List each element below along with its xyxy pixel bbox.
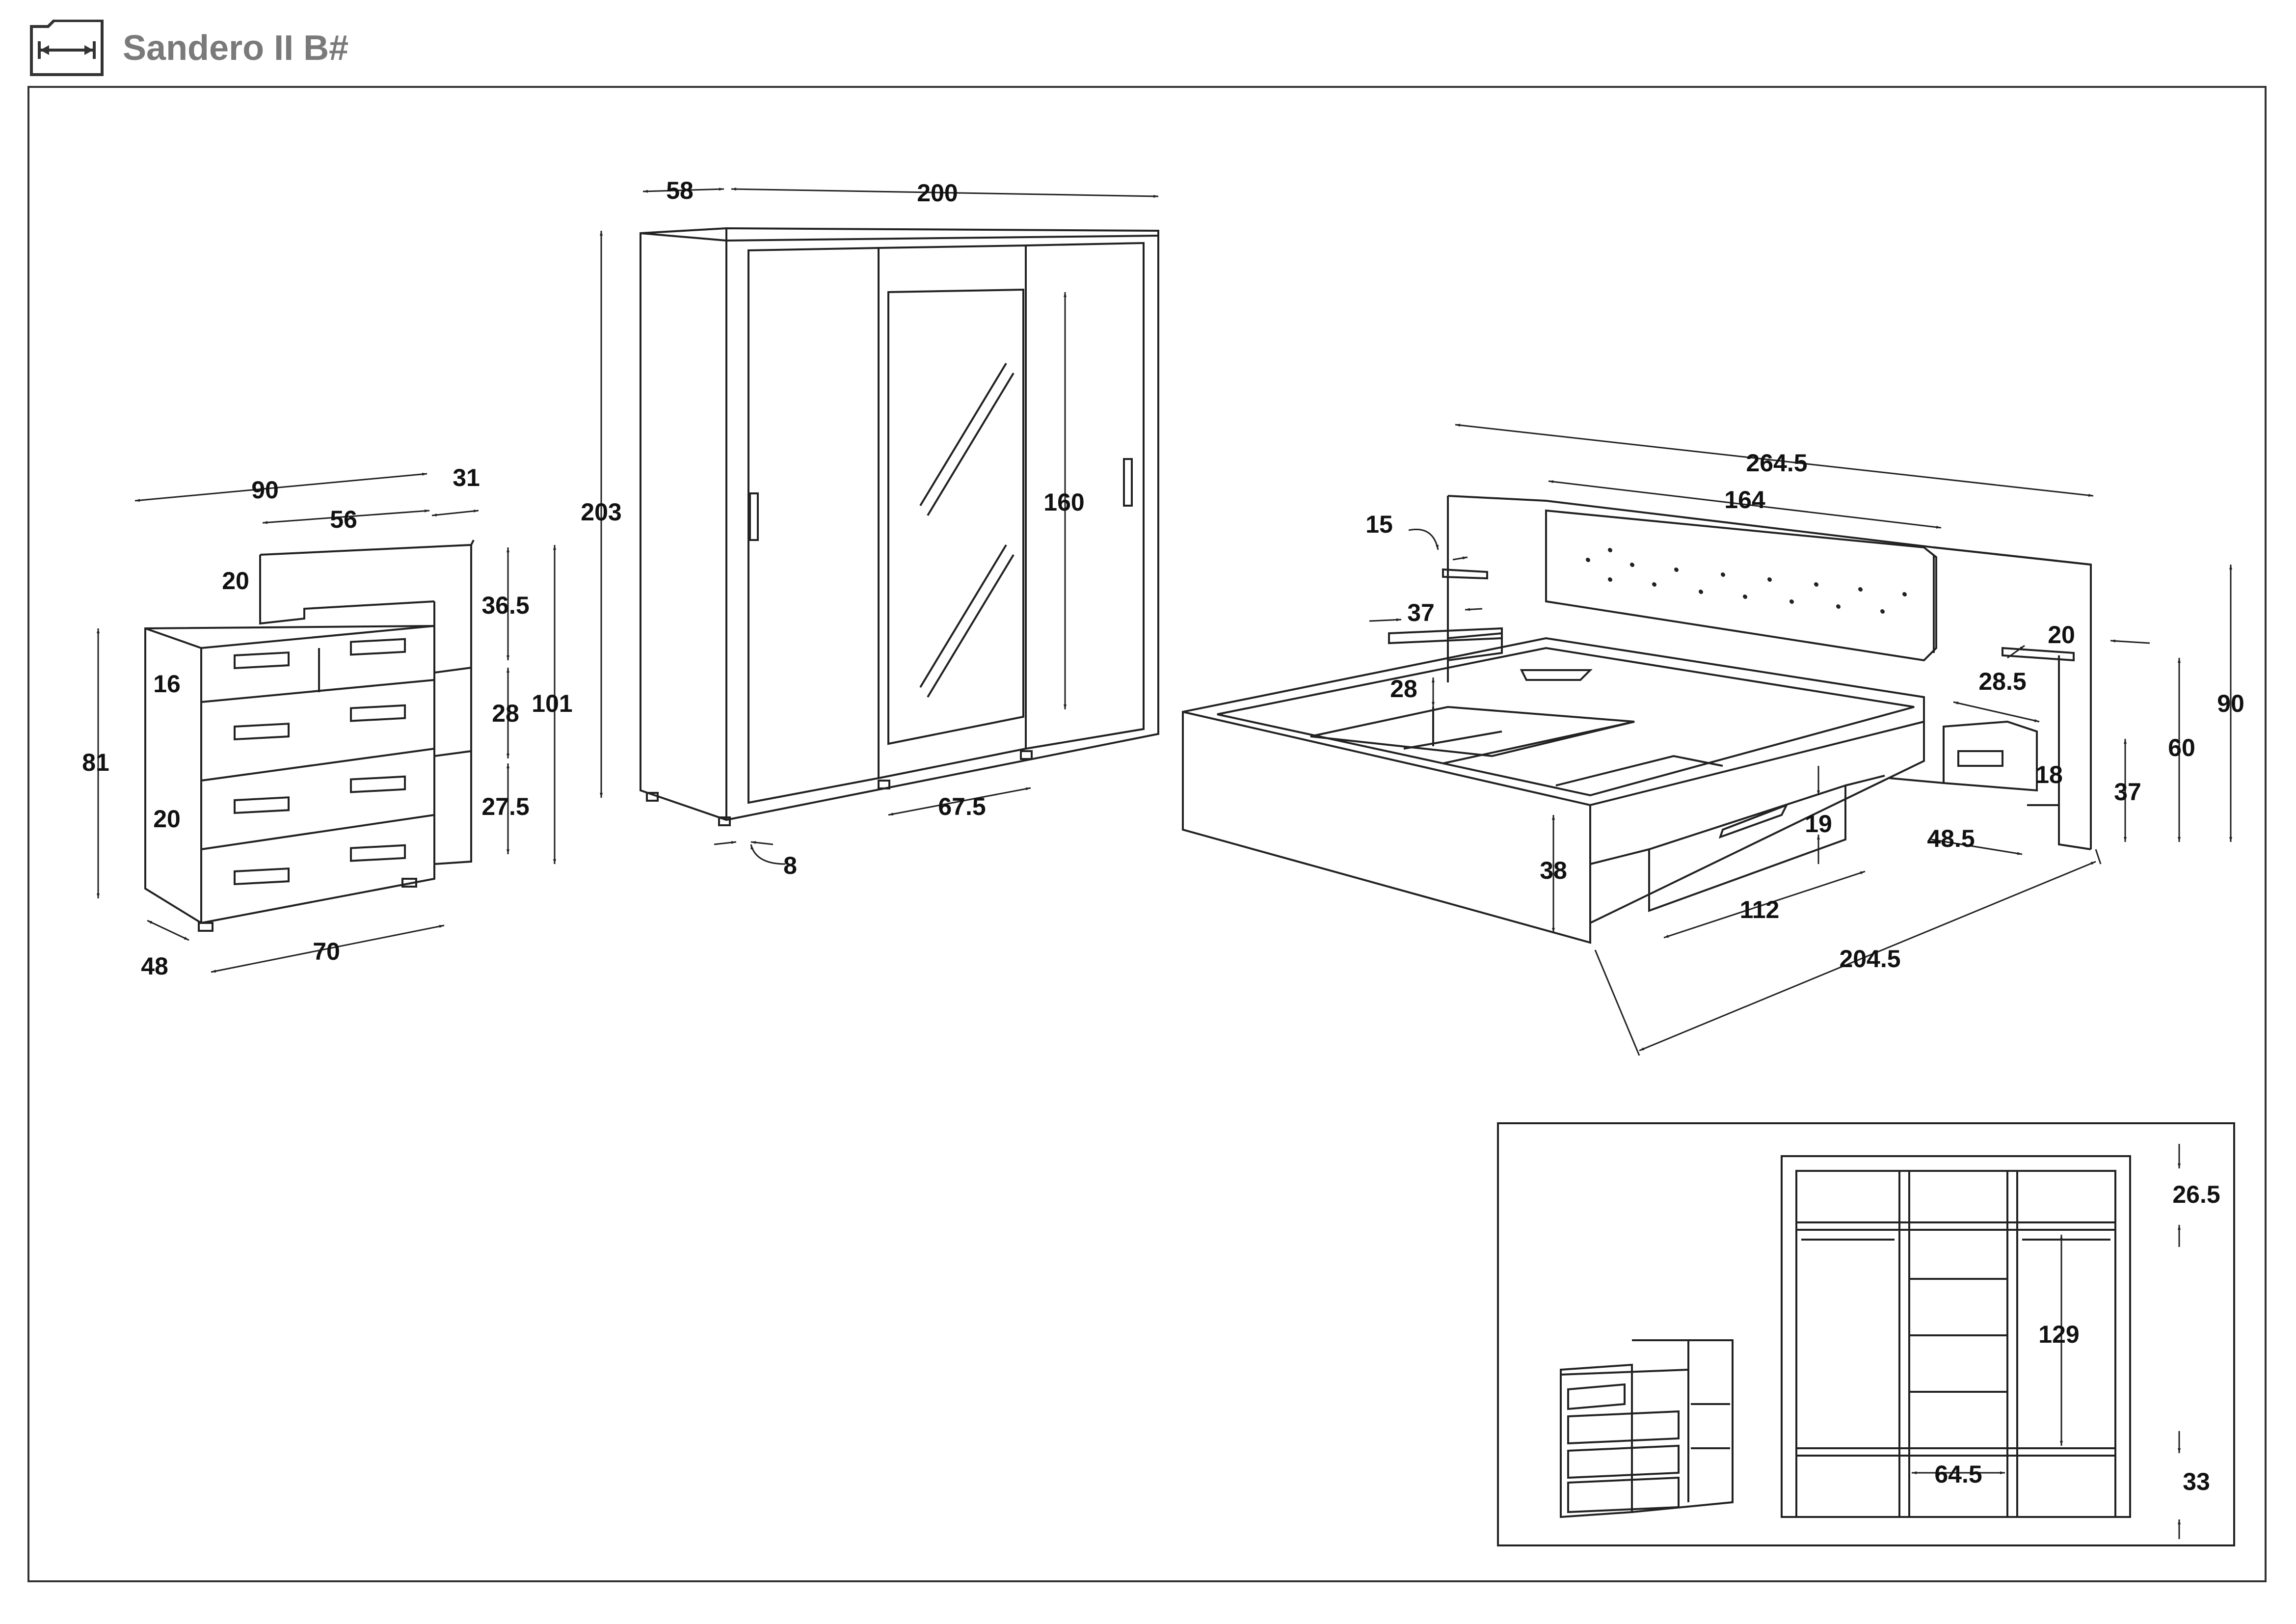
- dim-inset-top-shelf: 26.5: [2172, 1181, 2220, 1208]
- wardrobe-dimensions: [600, 188, 1159, 865]
- dim-bed-nightstand-width: 37: [1407, 599, 1435, 626]
- drawing-frame: [27, 86, 2267, 1582]
- inset: [1497, 1122, 2235, 1546]
- wardrobe-labels: 58 200 203 160 67.5 8: [581, 177, 1084, 879]
- dim-inset-hang-height: 129: [2038, 1321, 2079, 1348]
- dim-dresser-total-height: 101: [532, 690, 572, 717]
- bed-labels: 264.5 164 15 37 28 20 28.5 90 60 37 18 3…: [1365, 449, 2244, 973]
- dim-wardrobe-width: 200: [917, 179, 958, 207]
- bed-dimensions: [1369, 424, 2232, 1056]
- dim-bed-length: 204.5: [1839, 945, 1900, 973]
- dresser: [144, 540, 475, 932]
- dim-dresser-shelf-1: 36.5: [481, 592, 529, 619]
- dim-bed-headboard-mid: 60: [2168, 734, 2195, 761]
- dim-wardrobe-plinth: 8: [783, 852, 797, 879]
- dim-wardrobe-mirror-height: 160: [1043, 488, 1084, 516]
- dim-bed-headboard-height: 90: [2217, 690, 2244, 717]
- dim-dresser-drawer: 20: [153, 805, 181, 833]
- dim-dresser-width: 70: [313, 938, 340, 965]
- dresser-dimensions: [97, 472, 556, 973]
- dim-dresser-depth-side: 31: [453, 464, 480, 491]
- dresser-labels: 90 31 56 20 16 81 20 48 70 36.5 28 27.5 …: [82, 464, 573, 980]
- dim-dresser-drawer-top: 16: [153, 670, 181, 698]
- dim-inset-bottom-shelf: 33: [2183, 1468, 2210, 1495]
- dim-dresser-shelf-width: 56: [330, 506, 357, 533]
- dim-bed-nightstand-drawer: 28.5: [1978, 668, 2026, 695]
- dim-bed-headboard-width: 264.5: [1746, 449, 1807, 477]
- dim-dresser-height: 81: [82, 749, 109, 776]
- dim-bed-nightstand-depth: 48.5: [1927, 825, 1975, 852]
- dim-bed-inner-depth: 28: [1390, 675, 1417, 703]
- dim-wardrobe-door-width: 67.5: [938, 793, 986, 820]
- dim-dresser-shelf-2: 28: [492, 700, 519, 727]
- dim-bed-height: 38: [1540, 857, 1567, 884]
- dim-inset-inner-width: 64.5: [1934, 1461, 1982, 1488]
- inset-dimensions: [1912, 1144, 2181, 1539]
- dim-dresser-shelf-height: 20: [222, 567, 249, 595]
- dim-wardrobe-height: 203: [581, 498, 621, 526]
- bed: [1182, 495, 2092, 944]
- dim-bed-side-depth: 20: [2048, 621, 2075, 649]
- dim-dresser-shelf-3: 27.5: [481, 793, 529, 820]
- dimension-arrow-icon: [30, 20, 104, 76]
- dim-bed-nightstand-height: 37: [2114, 778, 2141, 806]
- dim-bed-headboard-panel: 164: [1724, 486, 1765, 514]
- dim-bed-drawer-front: 18: [2035, 761, 2063, 788]
- page-title: Sandero II B#: [123, 28, 349, 68]
- dim-dresser-width-top: 90: [251, 476, 279, 504]
- dim-wardrobe-depth: 58: [666, 177, 694, 204]
- dim-bed-drawer-length: 112: [1740, 896, 1780, 923]
- dim-bed-drawer-height: 19: [1805, 810, 1832, 838]
- inset-labels: 26.5 129 64.5 33: [1934, 1181, 2220, 1495]
- dim-dresser-depth: 48: [141, 952, 168, 980]
- header: Sandero II B#: [28, 20, 617, 79]
- wardrobe: [640, 227, 1159, 826]
- dim-bed-shelf-depth: 15: [1365, 511, 1393, 538]
